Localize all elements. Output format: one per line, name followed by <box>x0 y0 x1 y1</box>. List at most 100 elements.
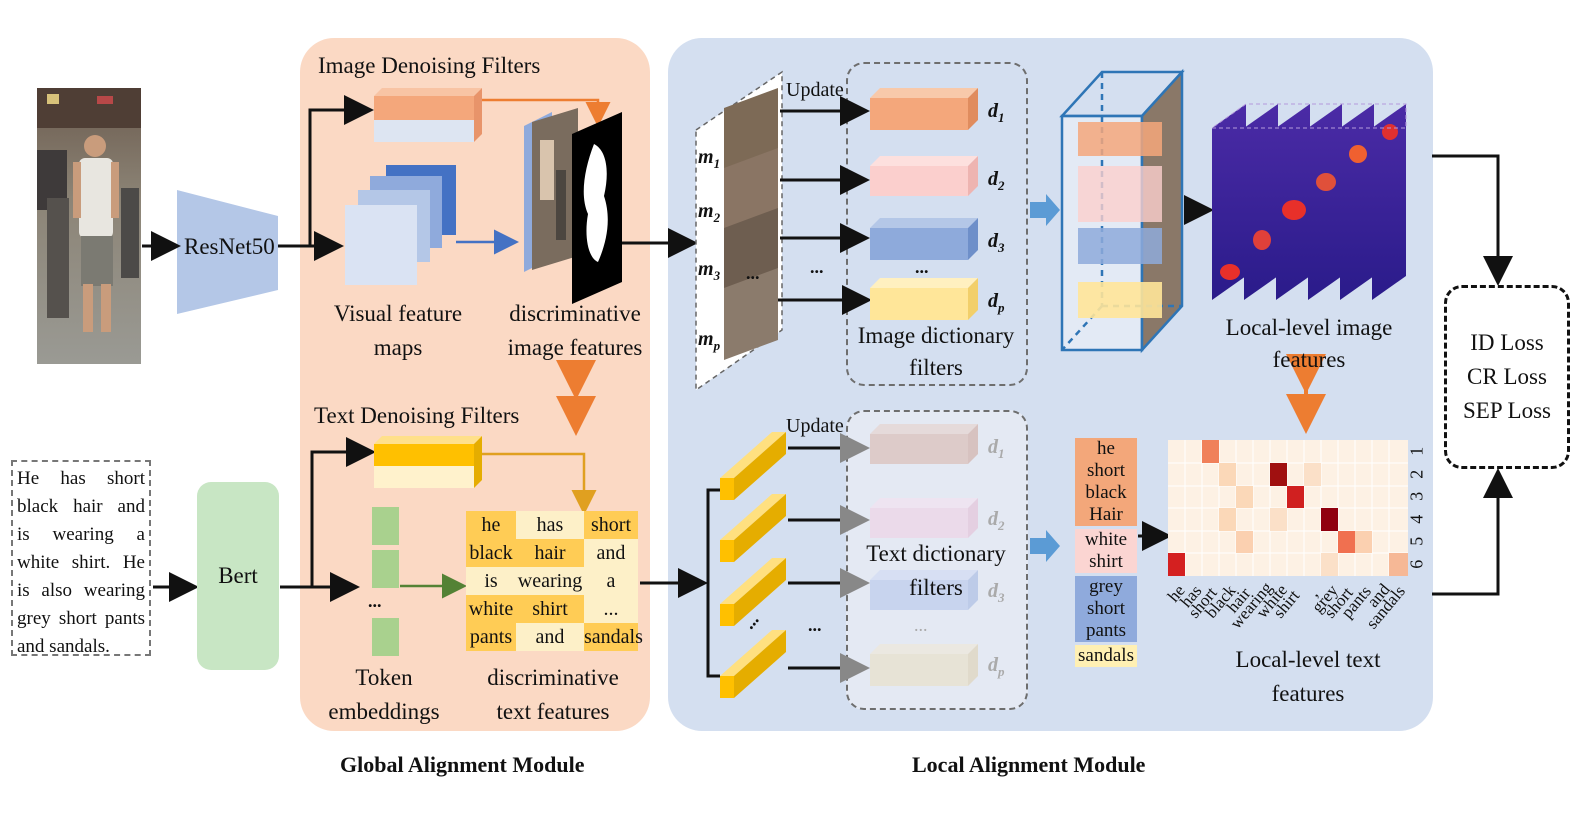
d-label-faded: dp <box>988 654 1005 679</box>
text-input-line: white shirt. He <box>17 552 145 573</box>
arrow-text-dict-to-words <box>1030 530 1060 562</box>
global-module-caption: Global Alignment Module <box>340 752 585 777</box>
arrow-dict-to-cube <box>1030 194 1060 226</box>
disc-img-label-1: discriminative <box>509 301 641 326</box>
mask-ellipsis: ... <box>746 263 760 283</box>
m-label: mp <box>698 328 721 353</box>
text-denoise-filter <box>374 436 482 488</box>
token-cell: is <box>466 567 516 595</box>
m-label: m3 <box>698 258 721 283</box>
arrow-image-denoise <box>482 98 611 127</box>
token-cell: wearing <box>516 567 584 595</box>
image-masks-group <box>695 70 783 392</box>
text-arrow-ellipsis: ... <box>808 615 822 635</box>
image-denoise-filter <box>374 88 482 142</box>
d-label: d2 <box>988 168 1005 193</box>
text-input-line: is wearing a <box>17 524 145 545</box>
token-ellipsis: ... <box>368 591 382 611</box>
cr-loss-label: CR Loss <box>1467 364 1547 389</box>
word: grey <box>1089 576 1123 597</box>
text-input-line: He has short <box>17 468 145 489</box>
heatmap-y-label: 4 <box>1406 514 1427 524</box>
local-text-feat-label-1: Local-level text <box>1235 647 1381 672</box>
visual-maps-label-2: maps <box>373 335 423 360</box>
token-cell: black <box>466 539 516 567</box>
text-dict-label-2: filters <box>909 575 963 600</box>
person-image <box>37 88 141 364</box>
arrow-ellipsis: ... <box>810 257 824 277</box>
d-label: d3 <box>988 230 1005 255</box>
loss-box: ID Loss CR Loss SEP Loss <box>1444 285 1570 469</box>
text-denoise-title: Text Denoising Filters <box>314 403 520 428</box>
token-label-2: embeddings <box>328 699 440 724</box>
text-input-line: grey short pants <box>17 608 145 629</box>
heatmap-y-label: 6 <box>1406 559 1427 569</box>
word: pants <box>1085 620 1127 641</box>
word: white <box>1084 529 1128 550</box>
m-label: m2 <box>698 200 721 225</box>
update-label-image: Update <box>786 79 844 101</box>
token-cell: a <box>584 567 638 595</box>
token-cell: and <box>584 539 638 567</box>
d-label: dp <box>988 290 1005 315</box>
sep-loss-label: SEP Loss <box>1463 398 1551 423</box>
local-text-feat-label-2: features <box>1271 681 1345 706</box>
text-dictionary-filters <box>870 424 978 686</box>
word-group-4: sandals <box>1075 645 1137 667</box>
arrow-resnet-to-denoise <box>278 95 374 248</box>
word-group-3: grey short pants <box>1075 576 1137 642</box>
token-cell: sandals <box>584 623 643 651</box>
resnet-block <box>177 190 278 314</box>
bert-block: Bert <box>197 482 279 670</box>
word: black <box>1085 482 1127 503</box>
local-image-heatmaps <box>1210 103 1407 300</box>
cube-slices <box>1078 122 1162 318</box>
text-input-line: is also wearing <box>17 580 145 601</box>
dict-ellipsis: ... <box>915 257 929 277</box>
visual-maps-label-1: Visual feature <box>333 301 463 326</box>
token-label-1: Token <box>355 665 413 690</box>
word: short <box>1087 598 1125 619</box>
m-label: m1 <box>698 146 721 171</box>
text-prisms <box>720 432 786 698</box>
update-label-text: Update <box>786 415 844 437</box>
local-module-caption: Local Alignment Module <box>912 752 1146 777</box>
local-image-feat-label-1: Local-level image <box>1225 315 1393 340</box>
image-dict-label-1: Image dictionary <box>857 323 1015 348</box>
d-label-faded: d3 <box>988 580 1005 605</box>
visual-feature-maps <box>345 165 456 285</box>
d-label-faded: d2 <box>988 508 1005 533</box>
heatmap-y-label: 5 <box>1406 537 1427 547</box>
word-group-stack: he short black Hair white shirt grey sho… <box>1075 438 1137 667</box>
discriminative-token-grid: he has short black hair and is wearing a… <box>466 511 643 651</box>
id-loss-label: ID Loss <box>1470 330 1544 355</box>
bert-label: Bert <box>218 563 258 588</box>
word: Hair <box>1089 504 1123 525</box>
word: shirt <box>1089 551 1123 572</box>
d-label-faded: d1 <box>988 436 1005 461</box>
image-denoise-title: Image Denoising Filters <box>318 53 541 78</box>
heatmap-y-label: 3 <box>1406 491 1427 501</box>
token-cell: has <box>516 511 584 539</box>
d-label: d1 <box>988 100 1005 125</box>
token-cell: white <box>466 595 516 623</box>
word: short <box>1087 460 1125 481</box>
token-cell: shirt <box>516 595 584 623</box>
token-cell: ... <box>584 595 638 623</box>
word: he <box>1097 438 1115 459</box>
local-image-feat-label-2: features <box>1272 347 1346 372</box>
text-input-box: He has short black hair and is wearing a… <box>11 460 151 657</box>
text-heatmap <box>1168 440 1408 576</box>
text-input-line: black hair and <box>17 496 145 517</box>
word-group-1: he short black Hair <box>1075 438 1137 526</box>
token-embeddings <box>372 507 399 656</box>
resnet-label: ResNet50 <box>184 234 275 259</box>
disc-img-label-2: image features <box>507 335 643 360</box>
token-cell: short <box>584 511 638 539</box>
text-input-line: and sandals. <box>17 636 110 657</box>
arrow-bert-to-denoise <box>280 437 376 589</box>
token-cell: he <box>466 511 516 539</box>
arrow-text-denoise <box>482 452 597 515</box>
text-dictionary-box <box>846 410 1028 710</box>
